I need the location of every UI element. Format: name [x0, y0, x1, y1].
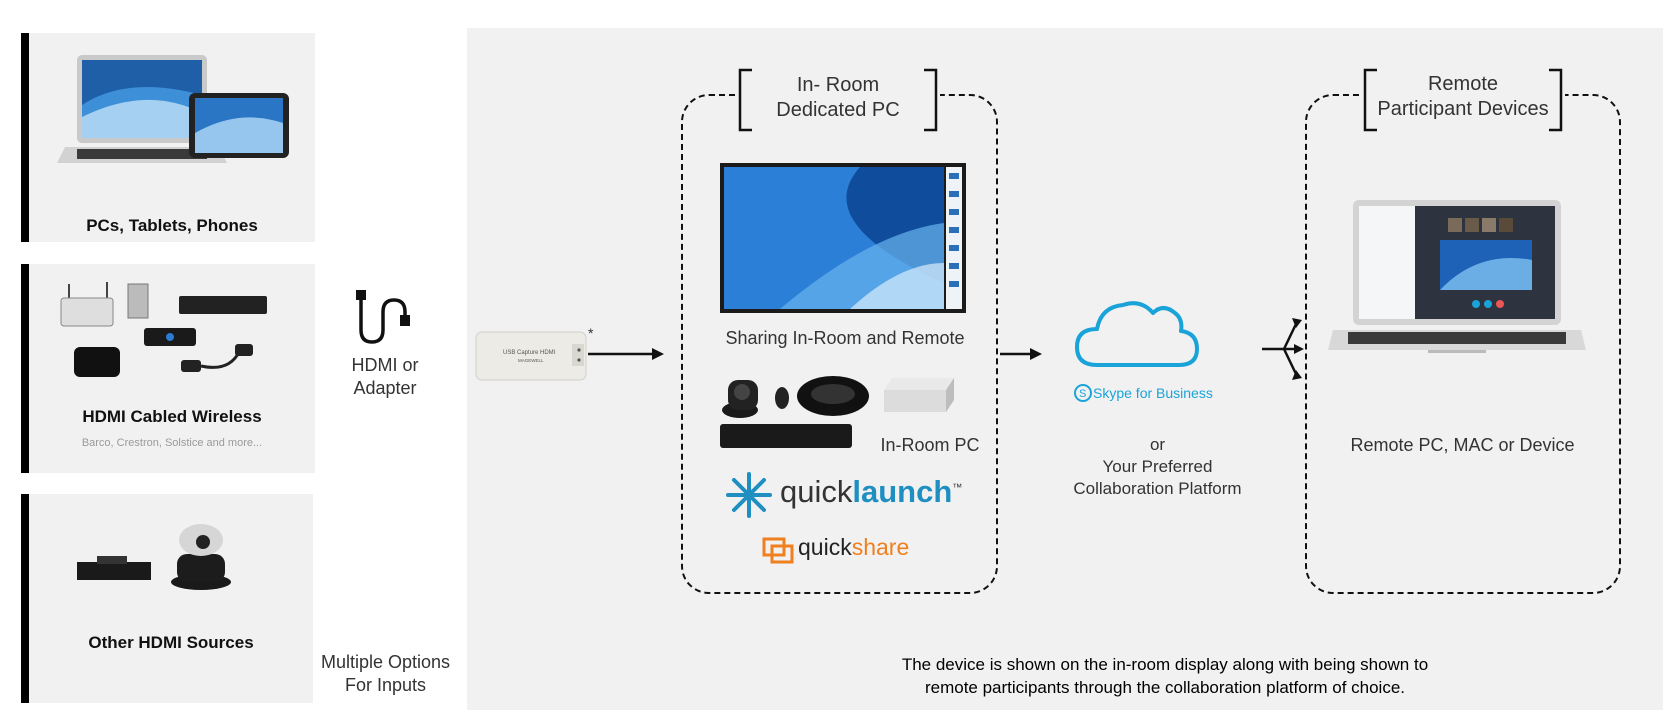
remote-device-label: Remote PC, MAC or Device: [1350, 435, 1575, 455]
remote-icon: [775, 387, 789, 409]
split-arrow-icon: [1262, 318, 1304, 380]
ptz-camera-icon: [171, 524, 231, 590]
monitor-icon: [720, 163, 966, 313]
hdmi-stick-icon: [127, 283, 149, 319]
laptop-icon: [57, 55, 227, 163]
in-room-bracket: [738, 68, 938, 132]
hdmi-adapter-label: HDMI or Adapter: [351, 355, 419, 398]
player-box-icon: [77, 556, 151, 580]
quicklaunch-pre: quick: [780, 474, 853, 509]
remote-title: Remote Participant Devices: [1377, 73, 1549, 120]
footer-caption: The device is shown on the in-room displ…: [901, 655, 1429, 697]
capture-asterisk: *: [588, 325, 594, 341]
router-icon: [60, 282, 114, 327]
arrow-capture-to-pc: [588, 348, 664, 360]
sharing-label: Sharing In-Room and Remote: [725, 328, 965, 348]
source-card-other: Other HDMI Sources: [21, 494, 313, 703]
capture-device-text: USB Capture HDMI: [503, 350, 556, 356]
diagram-panel: [467, 28, 1663, 710]
remote-laptop-icon: [1328, 200, 1586, 353]
speakerphone-icon: [797, 376, 869, 416]
keyboard-icon: [720, 424, 852, 448]
multiple-options-label: Multiple Options For Inputs: [320, 652, 451, 695]
quickshare-pre: quick: [798, 534, 852, 560]
quicklaunch-tm: ™: [952, 482, 963, 494]
cloud-or-text: or Your Preferred Collaboration Platform: [1073, 435, 1242, 498]
source-label-wireless: HDMI Cabled Wireless: [82, 407, 262, 426]
quickshare-logo-icon: [762, 537, 794, 564]
tablet-icon: [189, 93, 289, 158]
remote-bracket: [1363, 68, 1563, 132]
media-box-icon: [144, 328, 196, 346]
source-card-wireless: HDMI Cabled Wireless Barco, Crestron, So…: [21, 264, 315, 473]
set-top-box-icon: [179, 296, 267, 314]
source-sublabel-wireless: Barco, Crestron, Solstice and more...: [81, 437, 263, 449]
arrow-pc-to-cloud: [1000, 348, 1042, 360]
capture-device-brand: MAGEWELL: [518, 358, 544, 363]
svg-text:S: S: [1079, 388, 1086, 400]
quicklaunch-logo-icon: [726, 472, 772, 518]
skype-icon: S: [1074, 384, 1092, 402]
cloud-icon: [1075, 301, 1199, 367]
capture-device-icon: [475, 331, 587, 381]
remote-title-frame: [1360, 68, 1565, 130]
apple-tv-icon: [74, 347, 120, 377]
skype-label: Skype for Business: [1093, 385, 1213, 401]
quicklaunch-logo-text: quicklaunch™: [780, 474, 962, 510]
webcam-icon: [722, 380, 758, 418]
in-room-pc-label: In-Room PC: [880, 435, 980, 455]
source-label-pcs: PCs, Tablets, Phones: [86, 216, 258, 235]
dongle-icon: [181, 344, 253, 372]
source-label-other: Other HDMI Sources: [88, 633, 254, 652]
quicklaunch-post: launch: [852, 474, 953, 509]
quickshare-post: share: [851, 534, 910, 560]
quickshare-logo-text: quickshare: [798, 534, 909, 561]
hdmi-cable-icon: [356, 290, 410, 344]
mini-pc-icon: [884, 378, 954, 412]
in-room-title: In- Room Dedicated PC: [776, 74, 900, 121]
source-card-pcs: PCs, Tablets, Phones: [21, 33, 315, 242]
in-room-title-frame: [735, 68, 940, 130]
